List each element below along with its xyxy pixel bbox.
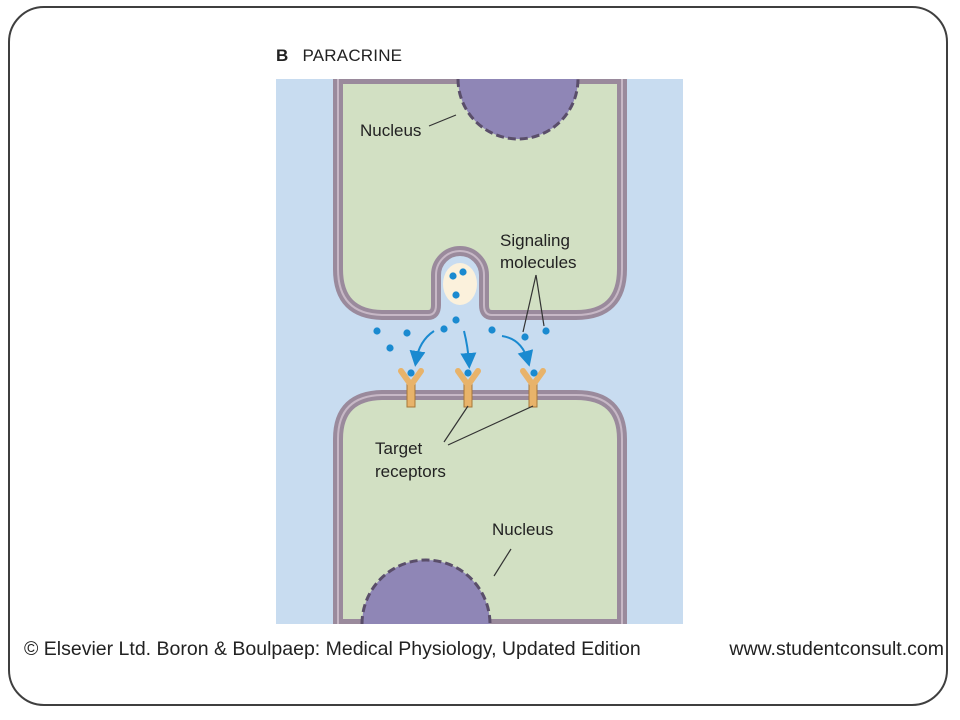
- diffusion-arrow: [409, 330, 435, 367]
- signaling-molecule: [542, 327, 550, 335]
- label-nucleus-bottom: Nucleus: [492, 520, 553, 539]
- target-cell: [333, 390, 627, 624]
- signaling-molecule: [530, 369, 538, 377]
- secretory-vesicle: [443, 263, 477, 305]
- leader-line: [522, 274, 537, 333]
- receptor: [520, 368, 546, 408]
- leader-line: [447, 405, 534, 446]
- label-signaling-molecules-2: molecules: [500, 253, 577, 272]
- signaling-molecule: [403, 329, 411, 337]
- secreting-cell: [333, 79, 627, 320]
- leader-line: [443, 405, 469, 443]
- nucleus-bottom: [362, 560, 490, 624]
- secreting-cell-membrane-inner: [337, 79, 623, 316]
- website-text: www.studentconsult.com: [729, 638, 944, 660]
- signaling-molecule: [452, 316, 460, 324]
- label-nucleus-top: Nucleus: [360, 121, 421, 140]
- signaling-molecule: [452, 291, 460, 299]
- nucleus-bottom-envelope: [360, 558, 492, 624]
- leader-line: [535, 274, 545, 327]
- diffusion-arrows: [409, 330, 534, 369]
- leader-lines: [428, 114, 545, 577]
- citation-text: © Elsevier Ltd. Boron & Boulpaep: Medica…: [24, 638, 641, 660]
- diffusion-arrow: [460, 330, 477, 369]
- diffusion-arrow: [501, 335, 534, 367]
- paracrine-diagram: Nucleus Signaling molecules Target recep…: [276, 79, 683, 624]
- leader-line: [493, 548, 512, 577]
- signaling-molecule: [459, 268, 467, 276]
- figure-title: B PARACRINE: [276, 46, 402, 66]
- signaling-molecule: [373, 327, 381, 335]
- signaling-molecule: [488, 326, 496, 334]
- label-target-receptors-1: Target: [375, 439, 423, 458]
- figure-title-text: PARACRINE: [302, 46, 403, 65]
- signaling-molecule: [464, 369, 472, 377]
- nucleus-top-envelope: [456, 79, 580, 141]
- target-cell-membrane-inner: [337, 394, 623, 624]
- signaling-molecule: [440, 325, 448, 333]
- signaling-molecules: [373, 268, 550, 377]
- signaling-molecule: [449, 272, 457, 280]
- receptor: [398, 368, 424, 408]
- nucleus-top: [458, 79, 578, 139]
- signaling-molecule: [386, 344, 394, 352]
- label-signaling-molecules-1: Signaling: [500, 231, 570, 250]
- signaling-molecule: [521, 333, 529, 341]
- label-target-receptors-2: receptors: [375, 462, 446, 481]
- panel-letter: B: [276, 46, 289, 65]
- credit-line: © Elsevier Ltd. Boron & Boulpaep: Medica…: [24, 638, 944, 661]
- leader-line: [428, 114, 457, 127]
- signaling-molecule: [407, 369, 415, 377]
